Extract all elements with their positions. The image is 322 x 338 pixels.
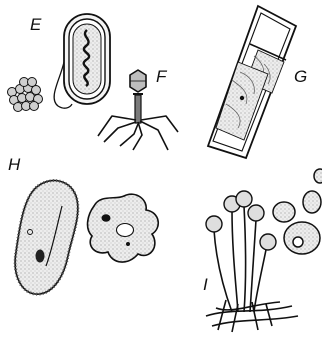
budding-yeast	[273, 169, 322, 254]
label-h: H	[8, 155, 21, 174]
amoeba	[88, 194, 159, 262]
amoeba-nucleus	[102, 214, 111, 222]
amoeba-granule	[126, 242, 130, 246]
paramecium	[15, 181, 78, 295]
yeast-vacuole	[293, 237, 303, 247]
organism-g-algal-filament: G	[208, 6, 307, 158]
label-e: E	[30, 15, 42, 34]
label-f: F	[156, 67, 168, 86]
organism-i-fungi: I	[203, 169, 322, 332]
cocci-cluster	[8, 78, 43, 112]
organism-h-protozoa: H	[8, 155, 158, 294]
organism-e-bacterium: E	[8, 14, 111, 112]
phage-tail	[135, 95, 141, 123]
label-i: I	[203, 275, 208, 294]
label-g: G	[294, 67, 307, 86]
food-vacuole	[117, 224, 134, 237]
sporangia	[206, 191, 276, 250]
nucleus	[240, 96, 244, 100]
macronucleus	[36, 250, 45, 263]
